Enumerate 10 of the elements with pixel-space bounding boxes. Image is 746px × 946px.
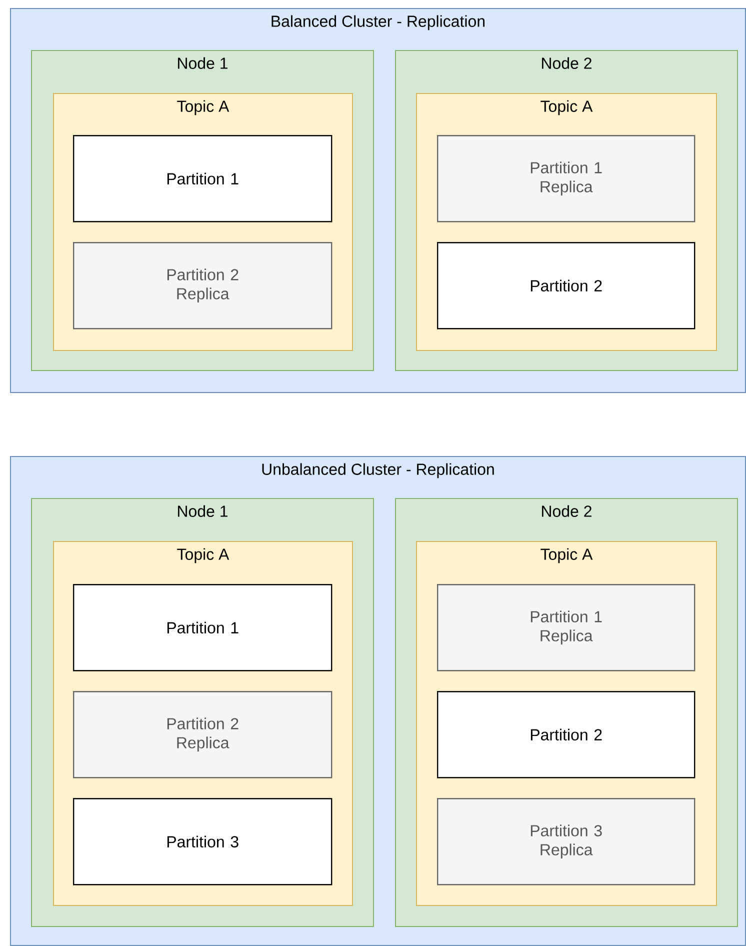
partition-box: Partition 2 <box>437 242 696 330</box>
replica-partition-box: Partition 2 Replica <box>73 691 332 778</box>
partition-box: Partition 1 <box>73 584 332 672</box>
replica-partition-box: Partition 2 Replica <box>73 242 332 330</box>
replica-partition-box: Partition 1 Replica <box>437 584 696 672</box>
replica-partition-box: Partition 3 Replica <box>437 798 696 886</box>
partition-box: Partition 1 <box>73 135 332 222</box>
partition-box: Partition 3 <box>73 798 332 886</box>
partition-box: Partition 2 <box>437 691 696 778</box>
replica-partition-box: Partition 1 Replica <box>437 135 696 222</box>
